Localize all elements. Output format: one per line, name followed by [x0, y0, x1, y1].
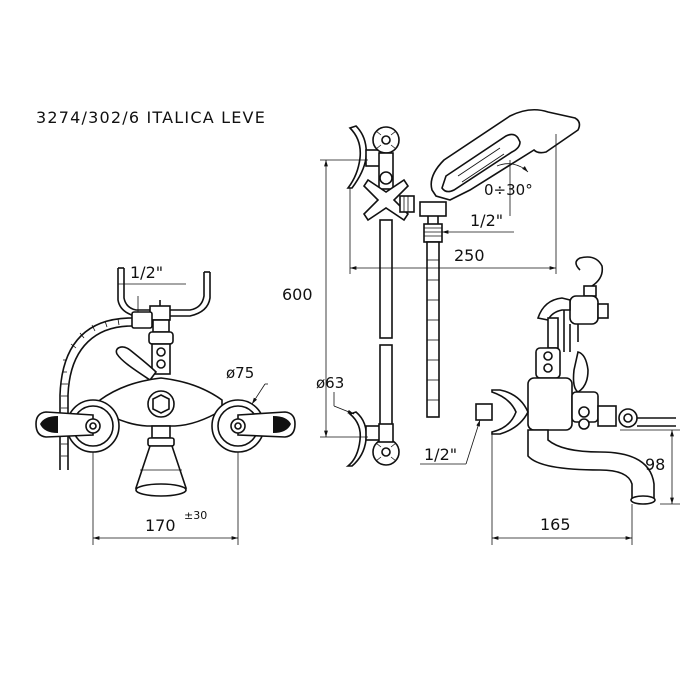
base-diameter-label: ø63: [316, 374, 344, 392]
slide-rail-upper: [379, 219, 393, 339]
left-connection-label: 1/2": [130, 263, 163, 282]
spout: [527, 429, 655, 501]
escutcheon-diameter-label: ø75: [226, 364, 254, 382]
side-body: [527, 377, 573, 431]
right-view-side: 98 165 1/2": [420, 256, 680, 545]
slider-cross-handle: [362, 178, 410, 222]
shower-holder: [419, 201, 447, 217]
center-distance-label: 170: [145, 516, 176, 535]
projection-label: 165: [540, 515, 571, 534]
bottom-wall-flange: [345, 411, 368, 467]
cradle-hub: [149, 305, 171, 321]
hook-holder: [575, 256, 604, 287]
depth-label: 250: [454, 246, 485, 265]
shower-hose-straight: [426, 241, 440, 418]
side-wall-flange: [491, 389, 529, 435]
side-handle-knob: [618, 408, 638, 428]
height-label: 600: [282, 285, 313, 304]
top-wall-flange: [346, 125, 368, 189]
spout-height-label: 98: [645, 455, 665, 474]
spout-base: [134, 445, 188, 489]
right-connection-label: 1/2": [424, 445, 457, 464]
side-diverter-lever: [572, 351, 589, 393]
middle-view-rail: 600 250 0÷30° 1/2" ø63: [282, 108, 581, 467]
middle-connection-label: 1/2": [470, 211, 503, 230]
left-view-mixer: 1/2" ø75 170 ±30: [35, 263, 296, 545]
tolerance-label: ±30: [184, 509, 207, 522]
shower-hose: [59, 317, 133, 470]
angle-label: 0÷30°: [484, 181, 533, 199]
drawing-title: 3274/302/6 ITALICA LEVE: [36, 108, 267, 127]
slide-rail-lower: [379, 344, 393, 426]
diverter-lever: [115, 346, 158, 382]
